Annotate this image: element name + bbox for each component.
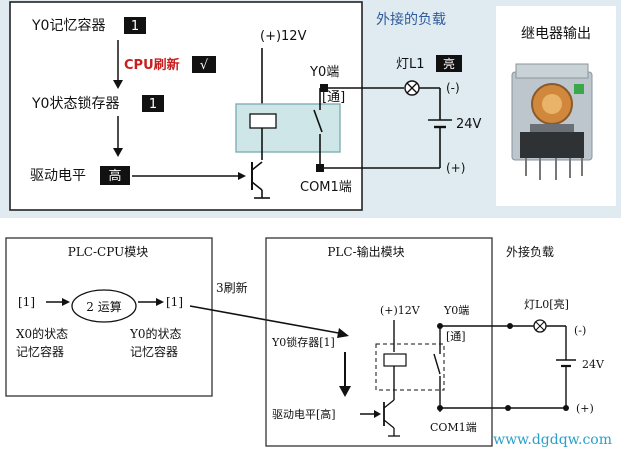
y0-latch-bottom: Y0锁存器[1]	[271, 335, 335, 349]
lamp-label: 灯L1	[396, 57, 425, 72]
lamp-node-bottom	[507, 323, 513, 329]
com-mid-node-bottom	[505, 405, 511, 411]
ext-load-label: 外接负载	[506, 244, 554, 259]
lamp-state-box	[436, 55, 462, 72]
coil-bottom	[383, 353, 407, 367]
output-value: [1]	[166, 295, 183, 309]
voltage-label-bottom: 24V	[582, 358, 605, 371]
y0-terminal-bottom: Y0端	[443, 304, 469, 317]
supply-label: (+)12V	[260, 29, 307, 44]
plus-label: (+)	[446, 161, 465, 175]
out-arrow-head	[156, 298, 164, 306]
operation-ellipse	[71, 289, 137, 323]
lamp-cross-b	[406, 82, 418, 94]
cpu-module-title: PLC-CPU模块	[68, 245, 148, 259]
y0-mem-line1: Y0的状态	[129, 326, 182, 341]
com-node-bottom	[437, 405, 443, 411]
relay-photo	[511, 63, 593, 180]
drive-wire-head	[238, 172, 246, 180]
output-module-title: PLC-输出模块	[327, 244, 404, 259]
y0-memory-value-box	[124, 17, 146, 34]
transistor-emitter-bottom	[383, 419, 395, 429]
lamp-state: 亮	[443, 56, 455, 71]
cpu-refresh-label: CPU刷新	[124, 57, 180, 73]
y0-mem-line2: 记忆容器	[130, 344, 178, 359]
x0-mem-line1: X0的状态	[16, 326, 68, 341]
drive-level-value: 高	[108, 168, 121, 184]
y0-terminal	[320, 84, 328, 92]
plus-label-bottom: (+)	[576, 402, 594, 415]
cpu-refresh-value: √	[200, 58, 209, 73]
conduct-bottom: [通]	[446, 330, 466, 343]
ext-load-title: 外接的负载	[376, 11, 446, 28]
drive-level-bottom: 驱动电平[高]	[272, 407, 336, 421]
voltage-label: 24V	[456, 117, 482, 132]
y0-latch-label: Y0状态锁存器	[31, 96, 119, 112]
operation-label: 2 运算	[86, 299, 121, 314]
relay-output-title: 继电器输出	[521, 26, 591, 42]
y0-memory-label: Y0记忆容器	[31, 17, 105, 34]
transistor-collector	[251, 161, 263, 171]
watermark: www.dgdqw.com	[493, 432, 612, 448]
y0-memory-value: 1	[131, 19, 139, 34]
refresh-step-label: 3刷新	[216, 280, 248, 295]
supply-label-bottom: (+)12V	[380, 304, 421, 317]
drive-wire-head-bottom	[374, 410, 381, 418]
drive-level-label: 驱动电平	[30, 168, 86, 184]
cpu-refresh-value-box	[192, 56, 216, 73]
lamp-label-bottom: 灯L0[亮]	[524, 297, 569, 311]
transistor-collector-bottom	[383, 399, 395, 409]
minus-label-bottom: (-)	[574, 324, 586, 337]
latch-arrow-head-bottom	[339, 386, 351, 397]
relay-contact	[313, 109, 323, 133]
x0-mem-line2: 记忆容器	[16, 344, 64, 359]
flow-arrow-2-head	[113, 148, 123, 157]
refresh-arrow	[189, 305, 345, 335]
com-terminal	[316, 164, 324, 172]
cpu-module-box	[5, 237, 213, 397]
lamp-cross-b-bottom	[535, 321, 545, 331]
refresh-arrow-head	[337, 328, 349, 338]
contact-bottom	[433, 353, 441, 375]
input-value: [1]	[18, 295, 35, 309]
output-module-box	[265, 237, 493, 447]
relay-dashed-box	[375, 343, 445, 391]
transistor-emitter	[251, 181, 263, 191]
relay-coil	[249, 113, 277, 129]
drive-level-value-box	[100, 166, 130, 185]
flow-arrow-1-head	[113, 80, 123, 89]
y0-latch-value: 1	[149, 97, 157, 112]
in-arrow-head	[62, 298, 70, 306]
y0-latch-value-box	[142, 95, 164, 112]
y0-terminal-label: Y0端	[309, 65, 339, 80]
conduct-label: [通]	[322, 90, 345, 105]
minus-label: (-)	[446, 81, 460, 95]
com-label: COM1端	[300, 180, 352, 195]
com-label-bottom: COM1端	[430, 421, 477, 434]
